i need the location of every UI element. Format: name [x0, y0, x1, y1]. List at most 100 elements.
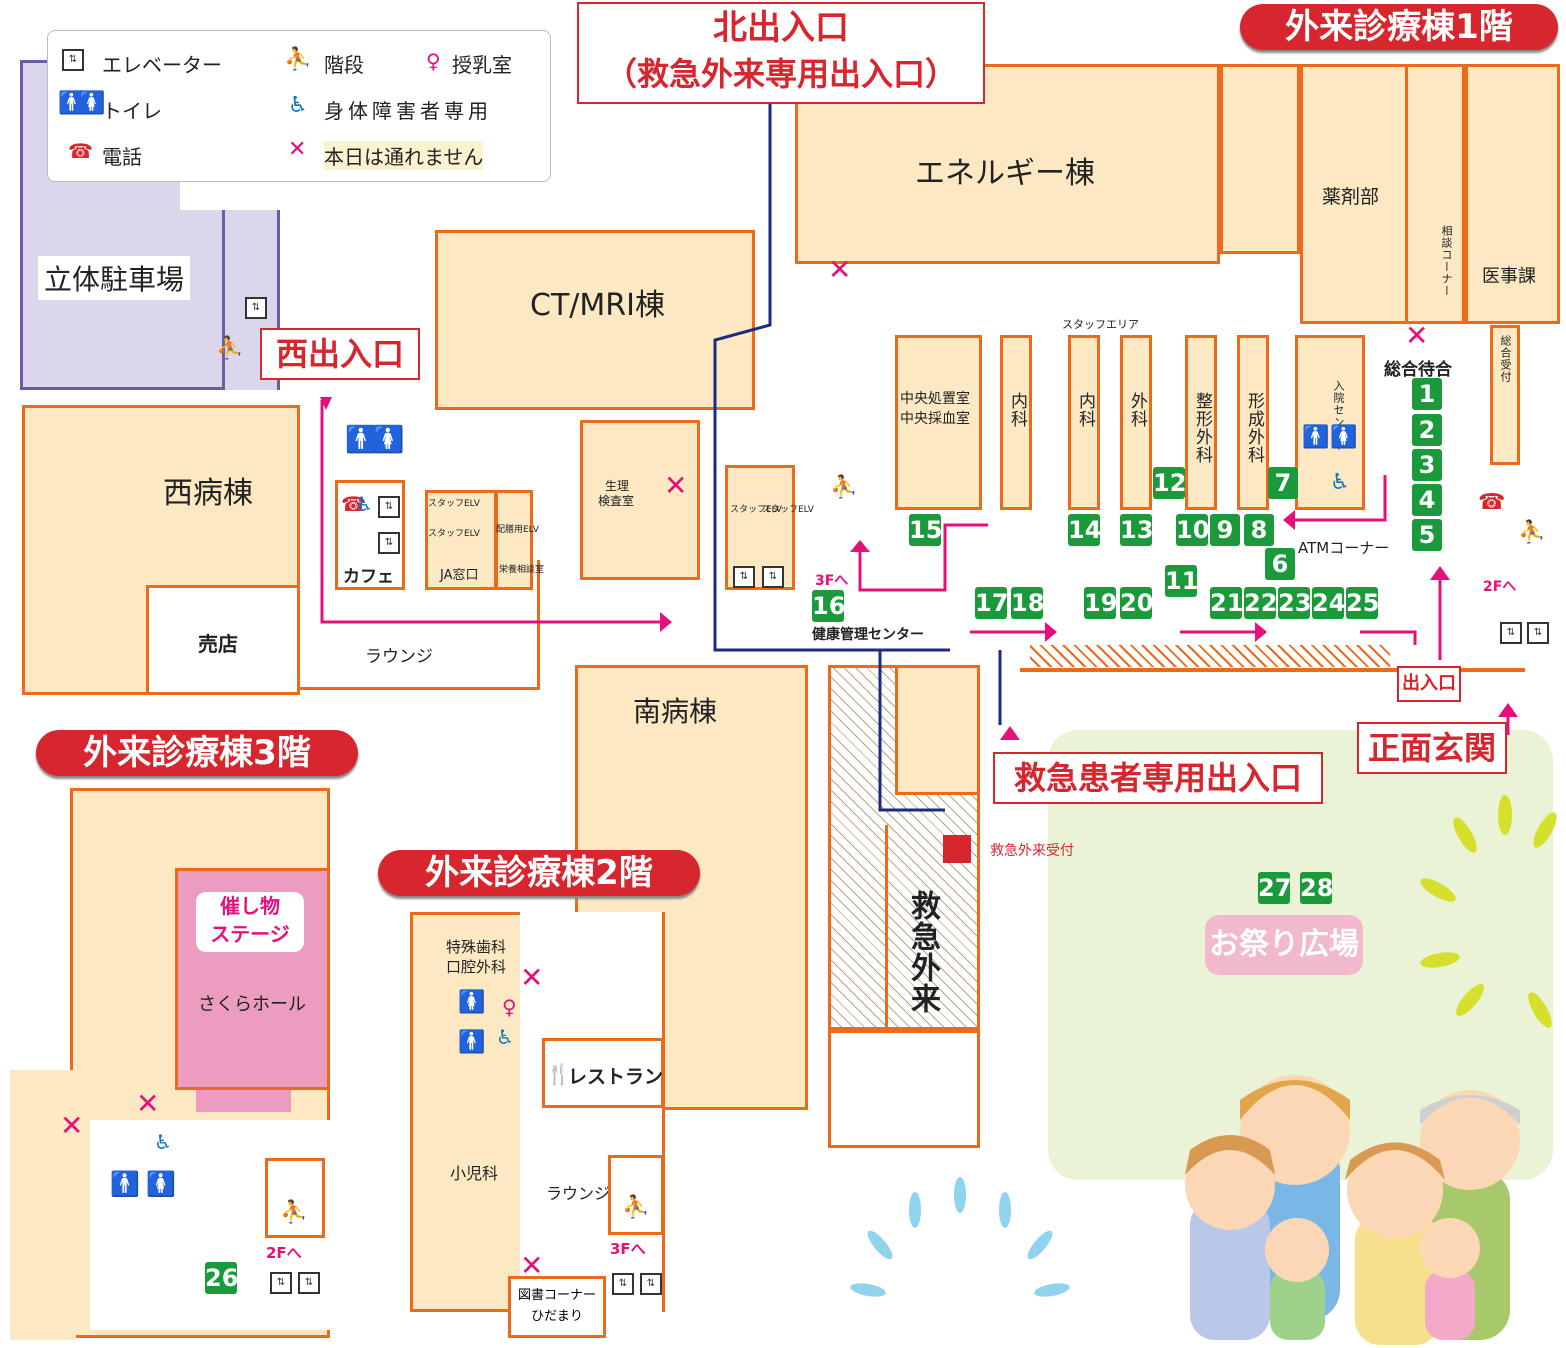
pharmacy-area	[1300, 64, 1410, 324]
booth-27: 27	[1258, 872, 1292, 904]
booth-16: 16	[812, 590, 846, 622]
burst-right	[1420, 795, 1557, 1028]
elevator-icon: ⇅	[1500, 622, 1522, 644]
booth-19: 19	[1084, 587, 1118, 619]
central-treatment-room	[895, 335, 982, 510]
stairs-icon: ⛹	[830, 475, 858, 500]
atm-label: ATMコーナー	[1298, 539, 1390, 557]
elevator-icon: ⇅	[270, 1272, 292, 1294]
toilet-female-icon: 🚺	[146, 1170, 176, 1198]
consult-corner-label: 相談コーナー	[1440, 225, 1453, 297]
booth-15: 15	[909, 514, 943, 546]
booth-13: 13	[1120, 514, 1154, 546]
north-entrance-sign: 北出入口 （救急外来専用出入口）	[577, 2, 985, 104]
accessible-icon: ♿	[496, 1025, 514, 1049]
south-ward-label: 南病棟	[633, 695, 718, 728]
event-stage-label-2: ステージ	[210, 922, 290, 946]
closed-mark-north: ✕	[828, 253, 852, 286]
general-waiting-label: 総合待合	[1384, 360, 1452, 380]
elevator-icon: ⇅	[1527, 622, 1549, 644]
accessible-icon: ♿	[1330, 470, 1350, 495]
floor2-corridor	[520, 912, 665, 1312]
elevator-icon: ⇅	[378, 496, 400, 518]
internal-room-1	[1000, 335, 1032, 510]
festival-plaza-label: お祭り広場	[1205, 915, 1363, 975]
sakura-hall-step	[196, 1090, 291, 1112]
nursing-icon: ♀	[426, 49, 441, 73]
plastic-room	[1237, 335, 1269, 510]
restaurant-label: レストラン	[568, 1066, 664, 1088]
elevator-icon: ⇅	[640, 1273, 662, 1295]
legend-closed: 本日は通れません	[324, 141, 484, 170]
booth-18: 18	[1011, 587, 1045, 619]
toilet-male-icon: 🚹	[1302, 425, 1330, 450]
booth-20: 20	[1120, 587, 1154, 619]
library-room: 図書コーナー ひだまり	[508, 1276, 606, 1338]
to3f-label: 3Fへ	[815, 573, 849, 589]
closed-mark: ✕	[60, 1109, 84, 1142]
elevator-icon: ⇅	[378, 532, 400, 554]
phone-icon: ☎	[1478, 490, 1506, 515]
er-side-room	[895, 665, 980, 795]
floor2-stairs-room	[608, 1155, 664, 1235]
distribution-elv-label: 配膳用ELV	[496, 525, 539, 535]
emergency-entrance-sign: 救急患者専用出入口	[993, 752, 1323, 804]
general-reception-booth	[1490, 325, 1520, 465]
main-entrance-sign: 正面玄関	[1357, 722, 1507, 774]
energy-building-label: エネルギー棟	[915, 156, 1095, 191]
to2f-label: 2Fへ	[1483, 579, 1517, 595]
sakura-hall-label: さくらホール	[198, 994, 306, 1015]
legend-phone: 電話	[102, 145, 142, 169]
stairs-icon: ⛹	[622, 1195, 650, 1220]
event-stage-label-1: 催し物	[220, 894, 280, 918]
main-south-wall	[1020, 668, 1525, 672]
legend-nursing: 授乳室	[452, 53, 512, 77]
internal-room-2	[1068, 335, 1100, 510]
cafe-label: カフェ	[343, 567, 394, 587]
floor2-map: 外来診療棟2階 特殊歯科 口腔外科 🚺 🚹 ♀ ♿ ✕ ✕ 🍴 レストラン 小児…	[370, 850, 710, 1348]
burst-left	[850, 1177, 1070, 1297]
admission-room	[1295, 335, 1365, 510]
north-entrance-subtitle: （救急外来専用出入口）	[604, 55, 957, 93]
parking-label: 立体駐車場	[38, 256, 191, 300]
booth-9: 9	[1210, 514, 1240, 546]
floor2-to3f: 3Fへ	[610, 1240, 646, 1258]
pharmacy-label: 薬剤部	[1322, 186, 1380, 208]
staff-area-label: スタッフエリア	[1062, 318, 1139, 331]
booth-21: 21	[1210, 587, 1244, 619]
pediatrics-label: 小児科	[450, 1164, 499, 1183]
nursing-icon: ♀	[502, 995, 517, 1019]
booth-26: 26	[205, 1262, 239, 1294]
legend-toilet: トイレ	[102, 99, 162, 123]
right-column	[1405, 64, 1465, 324]
phone-icon: ☎	[341, 492, 366, 516]
accessible-icon: ♿	[355, 492, 373, 516]
emergency-outpatient-core	[885, 825, 980, 1030]
central-treatment-label-1: 中央処置室	[900, 391, 970, 407]
internal-label-1: 内科	[1007, 392, 1027, 428]
elevator-icon: ⇅	[733, 566, 755, 588]
elevator-icon: ⇅	[762, 566, 784, 588]
event-stage: 催し物 ステージ	[196, 892, 304, 952]
booth-11: 11	[1165, 565, 1199, 597]
orthopedics-label: 整形外科	[1192, 392, 1212, 464]
general-reception-label: 総合受付	[1499, 335, 1512, 383]
toilet-male-icon: 🚹	[58, 91, 86, 116]
er-reception-marker	[943, 835, 971, 863]
surgery-room	[1120, 335, 1152, 510]
er-lower-room	[828, 1030, 980, 1148]
booth-4: 4	[1412, 484, 1442, 516]
health-center-label: 健康管理センター	[812, 627, 924, 643]
closed-icon: ✕	[288, 137, 307, 162]
booth-8: 8	[1244, 514, 1274, 546]
legend: ⇅ エレベーター ⛹ 階段 ♀ 授乳室 🚹 🚺 トイレ ♿ 身体障害者専用 ☎ …	[47, 30, 551, 182]
floor3-map: 外来診療棟3階 さくらホール 催し物 ステージ 🚹 🚺 ♿ ✕ ✕ ⛹ 2Fへ …	[0, 730, 360, 1348]
elevator-icon: ⇅	[245, 297, 267, 319]
closed-mark: ✕	[136, 1087, 160, 1120]
medical-affairs-label: 医事課	[1482, 266, 1536, 287]
toilet-male-icon: 🚹	[345, 425, 378, 455]
shop-room	[146, 585, 300, 695]
north-entrance-title: 北出入口	[713, 8, 849, 48]
floor3-to2f: 2Fへ	[266, 1244, 302, 1262]
